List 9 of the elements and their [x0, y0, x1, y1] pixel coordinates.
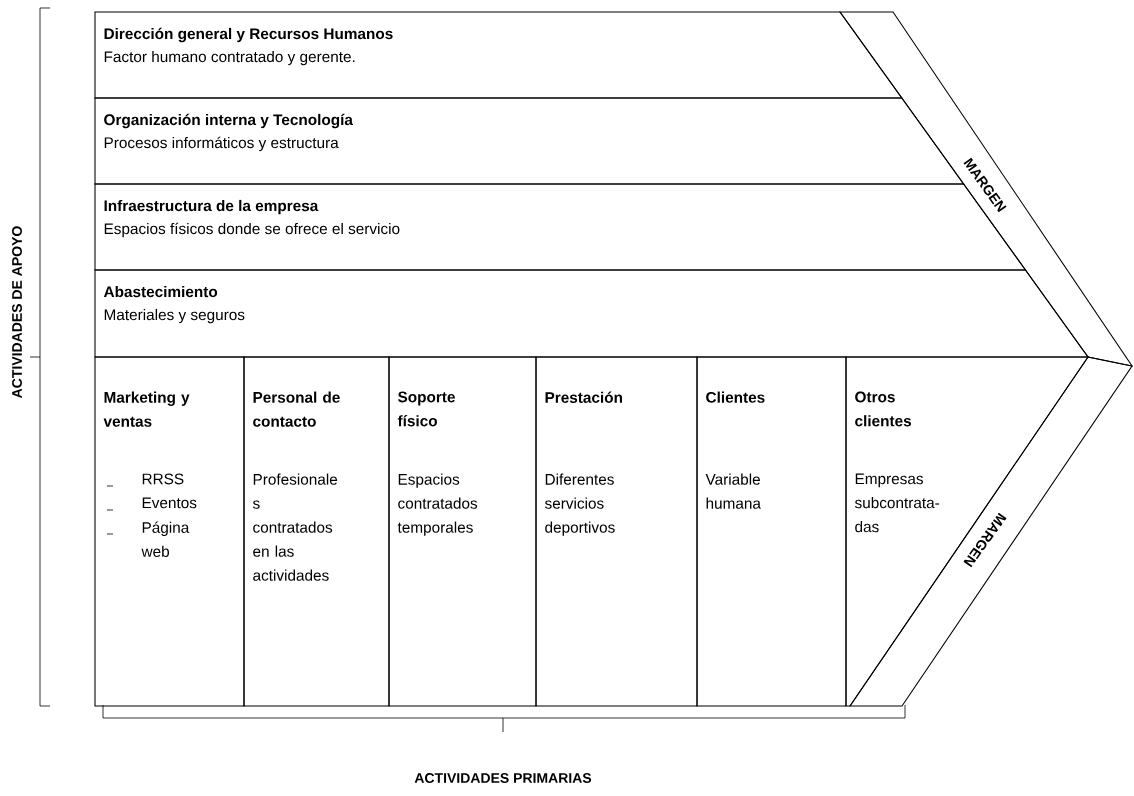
axis-label: ACTIVIDADES PRIMARIAS [414, 773, 592, 783]
primary-activity-column: Prestación Diferentes servicios deportivos [535, 356, 698, 707]
support-activity-band: Abastecimiento Materiales y seguros [94, 269, 1090, 358]
primary-activity-column: Soporte físico Espacios contratados temporales [388, 356, 537, 707]
primary-activity-column: Clientes Variable humana [696, 356, 847, 707]
primary-activity-column: Marketing y ventas RRSS Eventos Página web [94, 356, 245, 707]
support-activity-band: Dirección general y Recursos Humanos Factor humano contratado y gerente. [94, 11, 903, 99]
axis-label: ACTIVIDADES DE APOYO [12, 226, 22, 398]
primary-activity-column: Personal de contacto Profesionale s contratados en las actividades [243, 356, 390, 707]
